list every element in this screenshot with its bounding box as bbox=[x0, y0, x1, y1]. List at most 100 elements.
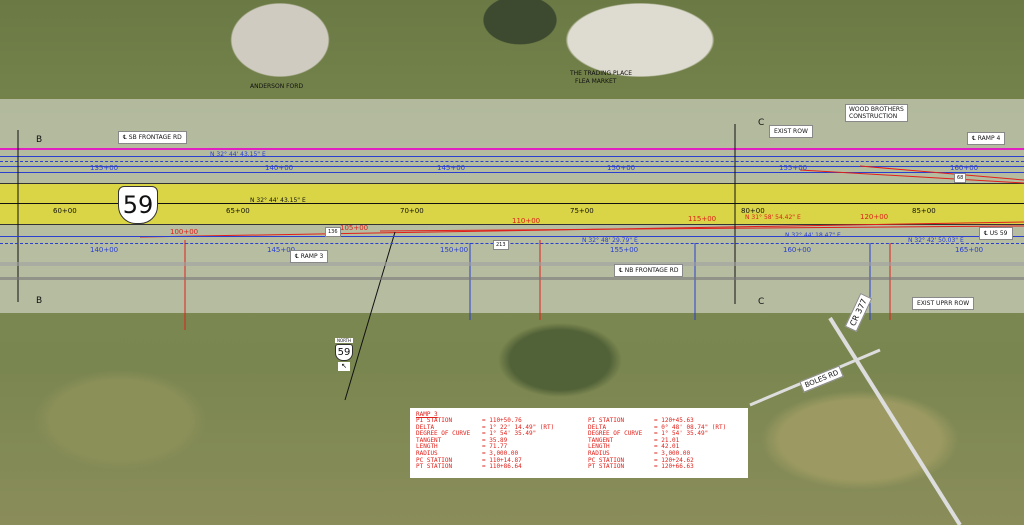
ramp3-station: 100+00 bbox=[170, 228, 199, 236]
sb-station: 135+00 bbox=[90, 164, 119, 172]
nb-station: 160+00 bbox=[783, 246, 812, 254]
label-flea-market: FLEA MARKET bbox=[575, 78, 617, 85]
nb-station: 155+00 bbox=[610, 246, 639, 254]
key: PT STATION bbox=[588, 463, 625, 471]
value: = 0° 48' 08.74" (RT) bbox=[654, 423, 727, 431]
us59-mainlanes bbox=[0, 183, 1024, 225]
callout-exist-row: EXIST ROW bbox=[769, 125, 813, 138]
key: PI STATION bbox=[416, 417, 453, 424]
value: = 110+14.87 bbox=[482, 456, 522, 464]
us59-station: 60+00 bbox=[53, 207, 77, 215]
callout-us59: ℄ US 59 bbox=[979, 227, 1013, 240]
sb-frontage-edge bbox=[0, 156, 1024, 157]
label-anderson-ford: ANDERSON FORD bbox=[250, 83, 304, 90]
key: DELTA bbox=[588, 423, 607, 431]
key: PC STATION bbox=[588, 456, 625, 464]
key: PT STATION bbox=[416, 463, 453, 471]
bearing-sb: N 32° 44' 43.15" E bbox=[210, 151, 266, 158]
nb-station: 140+00 bbox=[90, 246, 119, 254]
value: = 3,000.00 bbox=[654, 449, 691, 457]
key: LENGTH bbox=[588, 443, 610, 451]
label-trading-place: THE TRADING PLACE bbox=[570, 70, 633, 77]
value: = 110+86.64 bbox=[482, 463, 522, 471]
ramp3-station: 115+00 bbox=[688, 215, 717, 223]
value: = 120+24.62 bbox=[654, 456, 694, 464]
sb-station: 150+00 bbox=[607, 164, 636, 172]
key: RADIUS bbox=[588, 449, 610, 457]
key: PI STATION bbox=[588, 417, 625, 424]
nb-station: 165+00 bbox=[955, 246, 984, 254]
ramp3-station: 110+00 bbox=[512, 217, 541, 225]
value: = 1° 22' 14.49" (RT) bbox=[482, 423, 555, 431]
callout-ramp3: ℄ RAMP 3 bbox=[290, 250, 329, 263]
key: TANGENT bbox=[416, 436, 442, 444]
nb-frontage-road bbox=[0, 262, 1024, 266]
callout-nb-frontage: ℄ NB FRONTAGE RD bbox=[614, 264, 684, 277]
bearing-nb: N 32° 44' 18.47" E bbox=[785, 232, 841, 239]
key: TANGENT bbox=[588, 436, 614, 444]
railroad bbox=[0, 277, 1024, 280]
value: = 35.89 bbox=[482, 436, 508, 444]
sb-frontage-centerline bbox=[0, 161, 1024, 162]
wood-brothers-line1: WOOD BROTHERS bbox=[849, 106, 904, 113]
arrow-icon: ↖ bbox=[338, 362, 350, 371]
sb-station: 145+00 bbox=[437, 164, 466, 172]
callout-sb-frontage: ℄ SB FRONTAGE RD bbox=[118, 131, 187, 144]
key: DEGREE OF CURVE bbox=[588, 430, 643, 438]
ramp3-station: 105+00 bbox=[340, 224, 369, 232]
value: = 120+45.63 bbox=[654, 417, 694, 424]
value: = 1° 54' 35.49" bbox=[654, 430, 709, 438]
section-c-bottom: C bbox=[758, 297, 765, 307]
sb-station: 155+00 bbox=[779, 164, 808, 172]
value: = 3,000.00 bbox=[482, 449, 519, 457]
curve-1: PI STATION = 110+50.76 DELTA = 1° 22' 14.4… bbox=[416, 417, 588, 471]
us59-station: 80+00 bbox=[741, 207, 765, 215]
nb-frontage-edge bbox=[0, 236, 1024, 237]
us59-centerline bbox=[0, 203, 1024, 204]
tag-68: 68 bbox=[954, 173, 967, 183]
nb-station: 145+00 bbox=[267, 246, 296, 254]
value: = 110+50.76 bbox=[482, 417, 522, 424]
value: = 120+66.63 bbox=[654, 463, 694, 471]
small-us59-shield-icon: 59 bbox=[335, 344, 353, 361]
north-plaque: NORTH bbox=[335, 338, 353, 343]
leader-line bbox=[344, 231, 396, 401]
key: RADIUS bbox=[416, 449, 438, 457]
section-c-top: C bbox=[758, 118, 765, 128]
tag-213: 213 bbox=[493, 240, 509, 250]
sb-row-line bbox=[0, 148, 1024, 150]
callout-exist-uprr-row: EXIST UPRR ROW bbox=[912, 297, 975, 310]
value: = 42.01 bbox=[654, 443, 680, 451]
section-b-top: B bbox=[36, 135, 43, 145]
ramp3-line bbox=[379, 225, 1024, 232]
value: = 21.01 bbox=[654, 436, 680, 444]
us59-station: 70+00 bbox=[400, 207, 424, 215]
us59-station: 85+00 bbox=[912, 207, 936, 215]
sb-frontage-edge bbox=[0, 172, 1024, 173]
key: LENGTH bbox=[416, 443, 438, 451]
sb-station: 160+00 bbox=[950, 164, 979, 172]
us59-shield-icon: 59 bbox=[118, 186, 158, 224]
curve-2: PI STATION = 120+45.63 DELTA = 0° 48' 08.7… bbox=[588, 417, 760, 471]
cr377-road bbox=[828, 316, 962, 525]
nb-station: 150+00 bbox=[440, 246, 469, 254]
ramp4-line bbox=[859, 165, 1024, 181]
key: DEGREE OF CURVE bbox=[416, 430, 471, 438]
value: = 71.77 bbox=[482, 443, 508, 451]
key: PC STATION bbox=[416, 456, 453, 464]
bearing-nb: N 32° 42' 50.03" E bbox=[908, 237, 964, 244]
section-b-bottom: B bbox=[36, 296, 43, 306]
nb-frontage-centerline bbox=[0, 243, 1024, 244]
ramp4-line bbox=[799, 169, 1024, 184]
sb-station: 140+00 bbox=[265, 164, 294, 172]
key: DELTA bbox=[416, 423, 435, 431]
us59-station: 75+00 bbox=[570, 207, 594, 215]
callout-ramp4: ℄ RAMP 4 bbox=[967, 132, 1006, 145]
curve-data-table: RAMP 3 PI STATION= 110+50.76 DELTA= 1° 2… bbox=[410, 408, 748, 478]
tag-136: 136 bbox=[325, 227, 341, 237]
bearing-ramp: N 31° 58' 54.42" E bbox=[745, 214, 801, 221]
bearing-nb: N 32° 48' 29.79" E bbox=[582, 237, 638, 244]
value: = 1° 54' 35.49" bbox=[482, 430, 537, 438]
